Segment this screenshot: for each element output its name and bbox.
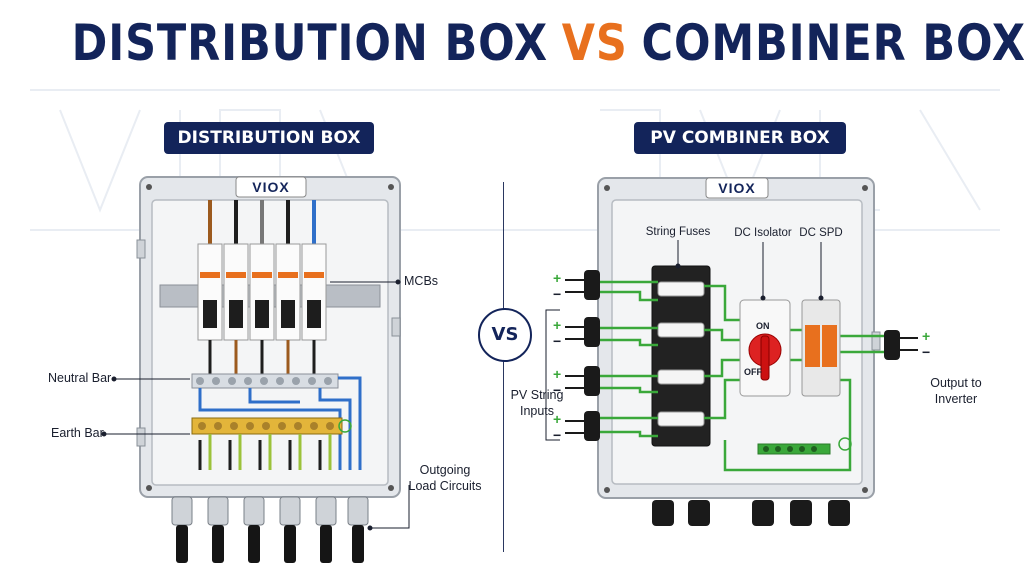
pv-inputs-label-line2: Inputs: [519, 404, 555, 418]
pv2-plus: +: [553, 317, 562, 333]
combiner-brand-label: VIOX: [718, 180, 756, 196]
pv1-plus: +: [553, 270, 562, 286]
distribution-box-badge: DISTRIBUTION BOX: [164, 122, 374, 154]
mcbs-label: MCBs: [404, 274, 439, 288]
combiner-box-badge: PV COMBINER BOX: [634, 122, 846, 154]
title-left: DISTRIBUTION BOX: [71, 14, 549, 72]
output-label-line1: Output to: [930, 376, 982, 390]
title-vs: VS: [561, 14, 628, 72]
dc-spd-label: DC SPD: [799, 227, 843, 239]
isolator-off-label: OFF: [744, 367, 762, 377]
string-fuses-label: String Fuses: [645, 226, 711, 238]
pv2-minus: −: [553, 333, 562, 349]
pv-inputs-label-line1: PV String: [510, 388, 564, 402]
output-label-line2: Inverter: [934, 392, 978, 406]
pv4-minus: −: [553, 427, 562, 443]
vs-circle: VS: [478, 308, 532, 362]
pv3-minus: −: [553, 382, 562, 398]
title-right: COMBINER BOX: [641, 14, 1024, 72]
output-plus: +: [922, 328, 931, 344]
output-minus: −: [922, 344, 931, 360]
outgoing-label-line2: Load Circuits: [408, 479, 482, 493]
isolator-on-label: ON: [756, 321, 770, 331]
pv1-minus: −: [553, 286, 562, 302]
earth-bar-label: Earth Bar: [51, 426, 104, 440]
dc-isolator-label: DC Isolator: [734, 227, 792, 239]
pv3-plus: +: [553, 366, 562, 382]
neutral-bar-label: Neutral Bar: [48, 371, 112, 385]
center-divider: [503, 182, 504, 552]
pv4-plus: +: [553, 411, 562, 427]
outgoing-label-line1: Outgoing: [419, 463, 471, 477]
distribution-brand-label: VIOX: [252, 179, 290, 195]
